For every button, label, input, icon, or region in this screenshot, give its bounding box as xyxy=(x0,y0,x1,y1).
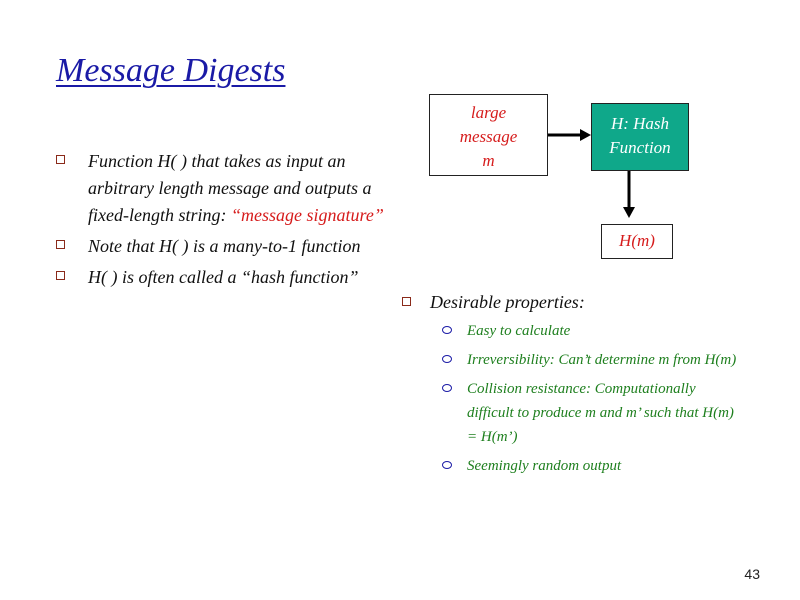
property-text: Irreversibility: Can’t determine m from … xyxy=(467,352,737,368)
property-item: Easy to calculate xyxy=(402,319,742,343)
property-text: Easy to calculate xyxy=(467,323,571,339)
bullet-text: H( ) is often called a “hash function” xyxy=(88,267,359,287)
square-bullet-icon xyxy=(56,155,65,164)
hash-function-box: H: Hash Function xyxy=(591,103,689,171)
message-box: large message m xyxy=(429,94,548,176)
circle-bullet-icon xyxy=(442,461,452,469)
bullet-text: Note that H( ) is a many-to-1 function xyxy=(88,236,361,256)
hash-output-label: H(m) xyxy=(619,231,655,250)
circle-bullet-icon xyxy=(442,384,452,392)
bullet-item: Function H( ) that takes as input an arb… xyxy=(56,148,386,229)
main-bullet-list: Function H( ) that takes as input an arb… xyxy=(56,148,386,295)
bullet-highlight: “message signature” xyxy=(230,205,384,225)
properties-heading-text: Desirable properties: xyxy=(430,292,585,312)
properties-heading: Desirable properties: xyxy=(402,290,742,314)
square-bullet-icon xyxy=(402,297,411,306)
property-item: Irreversibility: Can’t determine m from … xyxy=(402,348,742,372)
bullet-item: Note that H( ) is a many-to-1 function xyxy=(56,233,386,260)
message-box-line: m xyxy=(482,151,495,170)
property-text: Seemingly random output xyxy=(467,458,622,474)
square-bullet-icon xyxy=(56,271,65,280)
property-item: Seemingly random output xyxy=(402,454,742,478)
bullet-item: H( ) is often called a “hash function” xyxy=(56,264,386,291)
message-box-line: large xyxy=(470,103,507,122)
hash-output-box: H(m) xyxy=(601,224,673,259)
property-text: Collision resistance: Computationally di… xyxy=(467,381,734,445)
circle-bullet-icon xyxy=(442,355,452,363)
arrow-message-to-hash xyxy=(548,129,591,141)
slide-title: Message Digests xyxy=(56,52,286,89)
arrow-hash-to-output xyxy=(623,171,635,218)
circle-bullet-icon xyxy=(442,326,452,334)
message-box-line: message xyxy=(459,127,518,146)
page-number: 43 xyxy=(744,566,760,582)
properties-section: Desirable properties: Easy to calculate … xyxy=(402,290,742,478)
property-item: Collision resistance: Computationally di… xyxy=(402,377,742,449)
square-bullet-icon xyxy=(56,240,65,249)
bullet-text: Function H( ) that takes as input an arb… xyxy=(88,151,372,225)
hash-box-line: Function xyxy=(609,138,671,157)
hash-box-line: H: Hash xyxy=(610,114,670,133)
